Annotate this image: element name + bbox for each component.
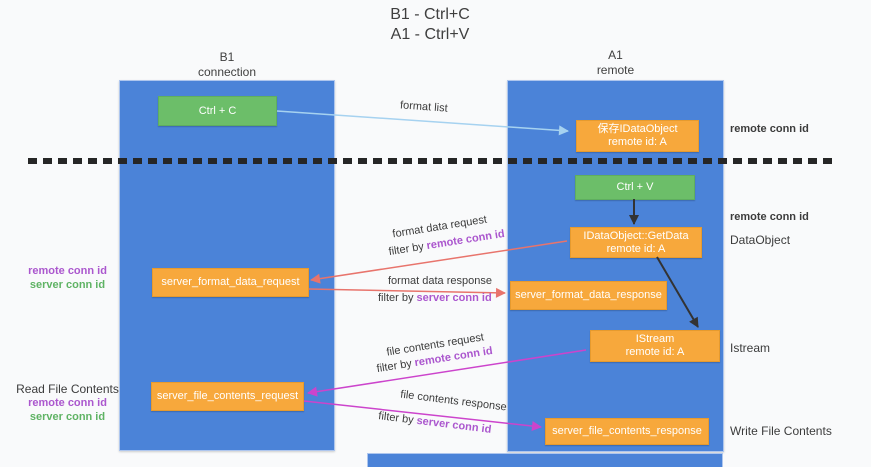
right-label-remote-conn-id-top: remote conn id <box>730 123 809 135</box>
left-label-remote-conn-id-mid: remote conn id <box>28 265 107 277</box>
lifeline-a1-role: remote <box>596 63 635 77</box>
server-conn-id-text: server conn id <box>415 414 492 436</box>
box-save-idataobject-line1: 保存IDataObject <box>597 123 678 135</box>
box-server-format-data-request: server_format_data_request <box>152 268 309 297</box>
right-label-write-file-contents: Write File Contents <box>730 424 832 438</box>
box-idataobject-getdata: IDataObject::GetData remote id: A <box>570 227 702 258</box>
box-ctrl-c: Ctrl + C <box>158 96 277 126</box>
box-server-file-contents-request-label: server_file_contents_request <box>156 390 299 402</box>
left-label-read-file-contents: Read File Contents <box>16 382 119 396</box>
filter-by-text: filter by <box>377 410 415 427</box>
box-server-file-contents-response: server_file_contents_response <box>545 418 709 445</box>
box-server-format-data-response-label: server_format_data_response <box>515 289 662 301</box>
lifeline-a1-name: A1 <box>608 48 623 62</box>
right-label-istream: Istream <box>730 341 771 355</box>
box-istream: IStream remote id: A <box>590 330 720 362</box>
filter-by-text: filter by <box>387 240 425 259</box>
label-format-list: format list <box>399 99 449 115</box>
server-conn-id-text: server conn id <box>416 292 492 304</box>
box-save-idataobject: 保存IDataObject remote id: A <box>576 120 699 152</box>
lifeline-header-b1: B1 connection <box>119 50 335 80</box>
left-label-remote-conn-id-bottom: remote conn id <box>28 397 107 409</box>
box-server-file-contents-request: server_file_contents_request <box>151 382 304 411</box>
server-bar <box>367 453 723 467</box>
filter-by-text: filter by <box>375 357 413 376</box>
lifeline-b1-role: connection <box>197 65 257 79</box>
box-idataobject-getdata-line2: remote id: A <box>606 242 666 255</box>
filter-by-text: filter by <box>378 292 414 304</box>
dashed-separator <box>28 158 834 164</box>
right-label-dataobject: DataObject <box>730 233 791 247</box>
box-server-file-contents-response-label: server_file_contents_response <box>552 425 702 437</box>
box-ctrl-v: Ctrl + V <box>575 175 695 200</box>
left-labels-file-section: Read File Contents remote conn id server… <box>0 382 135 424</box>
lifeline-header-a1: A1 remote <box>507 48 724 78</box>
box-server-format-data-request-label: server_format_data_request <box>161 276 300 288</box>
box-ctrl-c-label: Ctrl + C <box>198 104 237 117</box>
left-label-server-conn-id-mid: server conn id <box>29 279 106 291</box>
lifeline-b1-name: B1 <box>219 50 235 64</box>
box-save-idataobject-line2: remote id: A <box>608 136 667 148</box>
label-format-data-response: format data response <box>388 275 492 287</box>
left-labels-format-section: remote conn id server conn id <box>0 264 135 292</box>
box-idataobject-getdata-line1: IDataObject::GetData <box>583 229 689 242</box>
label-file-contents-response: file contents response <box>399 388 508 414</box>
diagram-title: B1 - Ctrl+C A1 - Ctrl+V <box>280 5 580 45</box>
left-label-server-conn-id-bottom: server conn id <box>29 411 106 423</box>
box-server-format-data-response: server_format_data_response <box>510 281 667 310</box>
title-line-1: B1 - Ctrl+C <box>390 6 470 23</box>
right-label-remote-conn-id-mid: remote conn id <box>730 211 809 223</box>
box-ctrl-v-label: Ctrl + V <box>616 181 654 193</box>
box-istream-line2: remote id: A <box>625 346 685 358</box>
title-line-2: A1 - Ctrl+V <box>390 26 470 43</box>
box-istream-line1: IStream <box>635 333 675 345</box>
